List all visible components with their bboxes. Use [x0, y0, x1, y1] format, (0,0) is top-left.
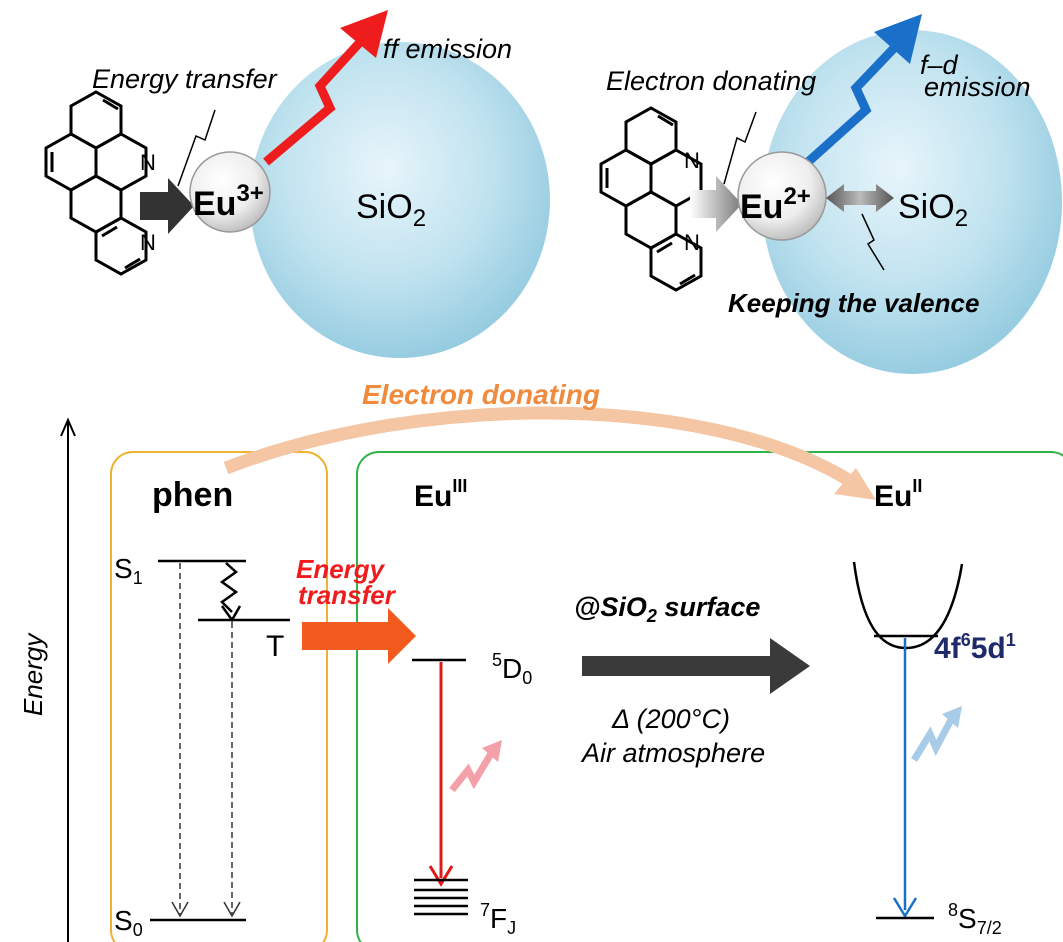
fd-emission-label-line1: f–d	[920, 50, 959, 80]
energy-transfer-label-line1: Energy	[296, 554, 386, 584]
ligand-n-top-left: N	[140, 150, 156, 175]
red-photon-head	[482, 740, 502, 762]
surface-label: @SiO2 surface	[574, 592, 760, 626]
silica-label-right: SiO2	[898, 188, 968, 232]
donating-arrow-right	[690, 176, 742, 232]
ligand-n-bottom-left: N	[140, 230, 156, 255]
s0-label: S0	[114, 905, 143, 940]
eu-box	[356, 451, 1063, 942]
energy-transfer-pointer	[177, 109, 216, 187]
phenanthroline-ligand-left	[44, 90, 148, 276]
energy-arrow-left	[140, 178, 194, 234]
fd-emission-label-line2: emission	[924, 72, 1031, 102]
valence-double-arrow	[826, 184, 894, 212]
d0-label: 5D0	[492, 650, 532, 688]
surface-treatment-arrow	[582, 638, 810, 694]
keeping-valence-label: Keeping the valence	[728, 288, 979, 318]
keeping-valence-pointer	[861, 213, 885, 271]
phen-box	[110, 451, 328, 942]
ff-emission-arrowhead	[340, 10, 388, 58]
ff-emission-arrow	[263, 36, 366, 166]
energy-transfer-label-line2: transfer	[298, 580, 397, 610]
electron-donating-label: Electron donating	[362, 379, 600, 410]
phen-title: phen	[152, 476, 233, 514]
energy-transfer-arrow	[302, 608, 416, 664]
s1-label: S1	[114, 553, 143, 588]
eu2-title: EuII	[874, 476, 922, 513]
electron-donating-label-top: Electron donating	[606, 66, 816, 96]
blue-emission-head	[892, 897, 918, 919]
silica-label-left: SiO2	[356, 188, 426, 232]
fluorescence-dashed-head	[171, 901, 189, 918]
energy-transfer-label-top: Energy transfer	[92, 64, 278, 94]
phosphorescence-dashed-head	[223, 901, 241, 918]
fd-level-label: 4f65d1	[934, 630, 1016, 665]
ff-emission-label: ff emission	[383, 34, 512, 64]
isc-zigzag-head	[220, 605, 242, 623]
eu3-title: EuIII	[414, 476, 467, 513]
fj-label: 7FJ	[480, 900, 516, 938]
red-emission-head	[428, 865, 454, 887]
phenanthroline-ligand-right	[599, 106, 703, 292]
blue-photon-wiggle	[911, 716, 956, 762]
t-label: T	[266, 630, 284, 663]
energy-axis-arrowhead	[60, 417, 76, 437]
silica-particle-right	[762, 30, 1062, 374]
eu3-label: Eu3+	[193, 180, 264, 223]
ligand-n-top-right: N	[684, 148, 700, 173]
electron-donating-arc	[223, 406, 862, 492]
eu2-sphere	[737, 151, 827, 241]
red-photon-wiggle	[449, 750, 496, 793]
s72-label: 8S7/2	[948, 900, 1002, 938]
eu3-sphere	[189, 151, 271, 233]
energy-axis-label: Energy	[18, 632, 48, 716]
silica-particle-left	[250, 42, 550, 358]
electron-donating-arc-head	[834, 468, 876, 500]
eu2-label: Eu2+	[740, 183, 811, 226]
fd-emission-arrow	[804, 42, 900, 166]
fd-emission-arrowhead	[874, 14, 922, 64]
top-right-panel: N N Eu2+ SiO2 Electron donating f–d emis…	[599, 14, 1062, 374]
electron-donating-pointer	[723, 111, 757, 185]
fj-manifold	[414, 878, 468, 916]
condition-temperature: Δ (200°C)	[611, 704, 730, 734]
condition-atmosphere: Air atmosphere	[580, 738, 765, 768]
energy-diagram: Energy Electron donating phen EuIII EuII…	[18, 379, 1063, 942]
isc-zigzag	[219, 562, 239, 613]
blue-photon-head	[942, 706, 962, 728]
top-left-panel: N N Eu3+ SiO2 Energy transfer ff emissio…	[44, 10, 550, 358]
ligand-n-bottom-right: N	[684, 230, 700, 255]
